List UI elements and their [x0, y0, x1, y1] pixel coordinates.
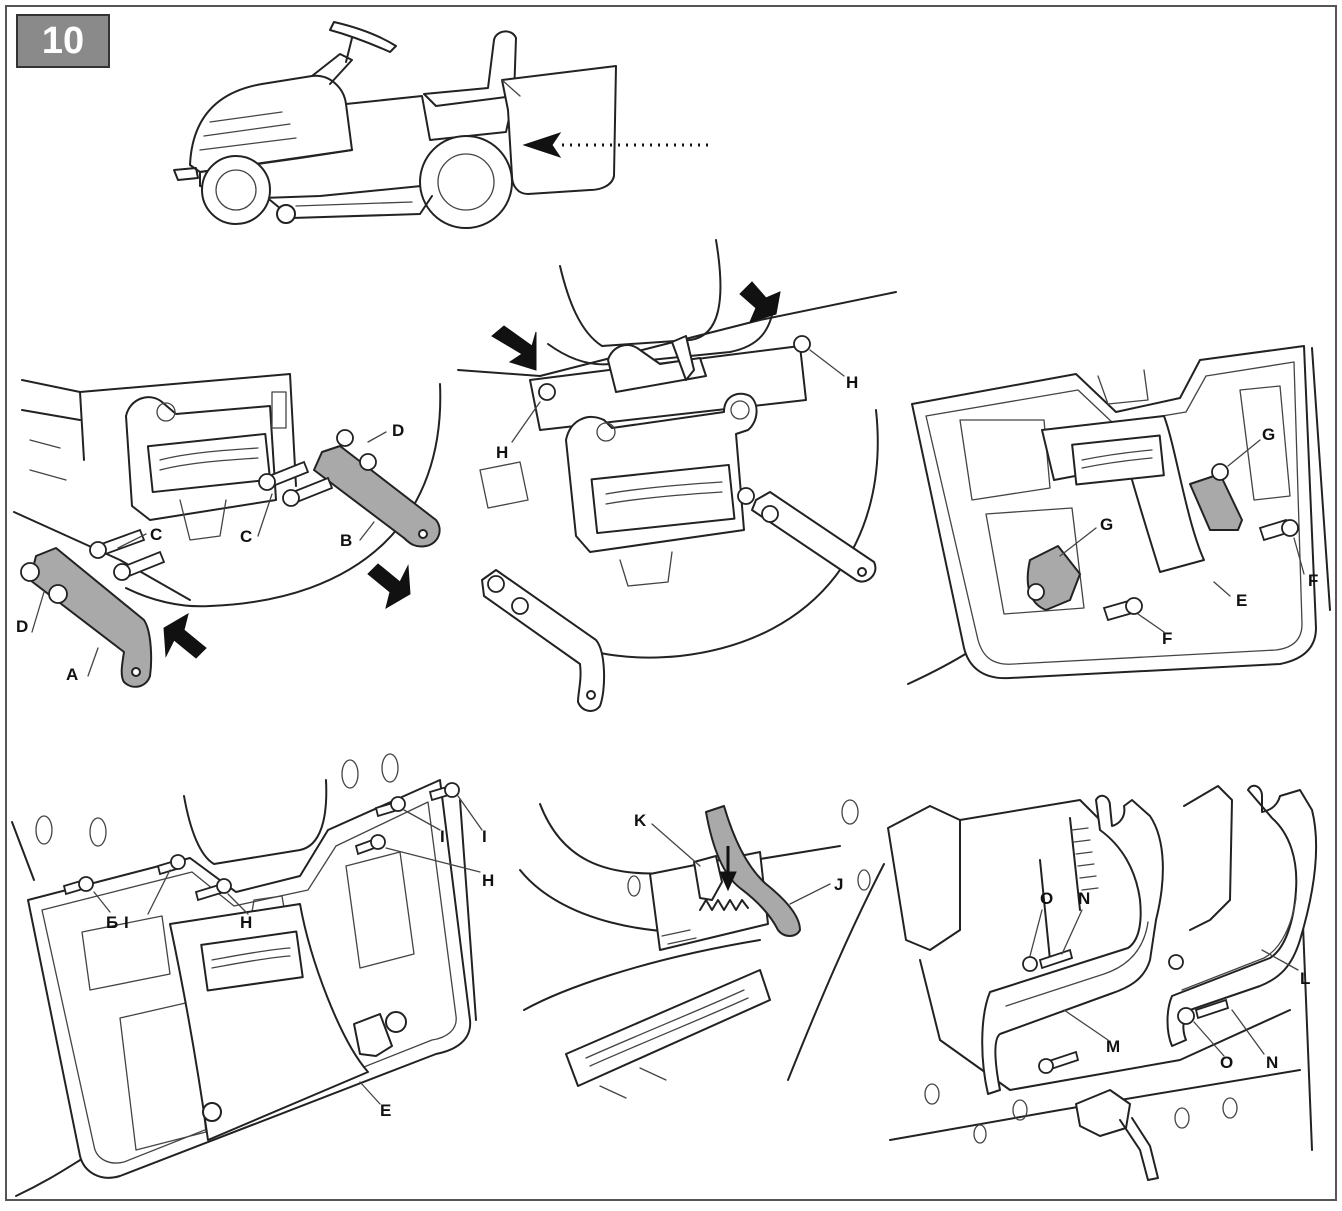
label-d-top: D — [392, 421, 404, 440]
label-m: M — [1106, 1037, 1120, 1056]
label-l: L — [1300, 969, 1310, 988]
step-number-badge: 10 — [16, 14, 110, 68]
panel-latch-spring: K J — [519, 799, 885, 1099]
label-o-top: O — [1040, 889, 1053, 908]
label-j: J — [834, 875, 843, 894]
label-f-right: F — [1308, 571, 1318, 590]
label-i-mid: I — [440, 827, 445, 846]
label-d-bottom: D — [16, 617, 28, 636]
label-o-bottom: O — [1220, 1053, 1233, 1072]
label-i-left: I — [124, 913, 129, 932]
page-frame — [5, 5, 1337, 1201]
label-k: K — [634, 811, 647, 830]
panel-bracket-mounting: A B C C D D — [13, 373, 442, 688]
panel-plate-mounting: G G F F E — [907, 345, 1331, 685]
label-g-top: G — [1262, 425, 1275, 444]
label-g-left: G — [1100, 515, 1113, 534]
label-a: A — [66, 665, 78, 684]
tractor-overview — [173, 21, 712, 229]
label-h-left: H — [240, 913, 252, 932]
label-n-bottom: N — [1266, 1053, 1278, 1072]
panel-hook-arms: O N M L O N — [887, 784, 1318, 1181]
label-h-left: H — [496, 443, 508, 462]
label-f-left: F — [1162, 629, 1172, 648]
panel-plate-bolting: Б I H I I H E — [11, 753, 494, 1197]
label-h-right: H — [846, 373, 858, 392]
label-b5: Б — [106, 913, 118, 932]
label-n-top: N — [1078, 889, 1090, 908]
label-b: B — [340, 531, 352, 550]
label-c-right: C — [240, 527, 252, 546]
label-e: E — [380, 1101, 391, 1120]
screws-h-i — [62, 782, 460, 902]
label-h-right: H — [482, 871, 494, 890]
panel-bracket-fastening: H H — [457, 239, 897, 712]
label-e: E — [1236, 591, 1247, 610]
label-i-right: I — [482, 827, 487, 846]
label-c-left: C — [150, 525, 162, 544]
